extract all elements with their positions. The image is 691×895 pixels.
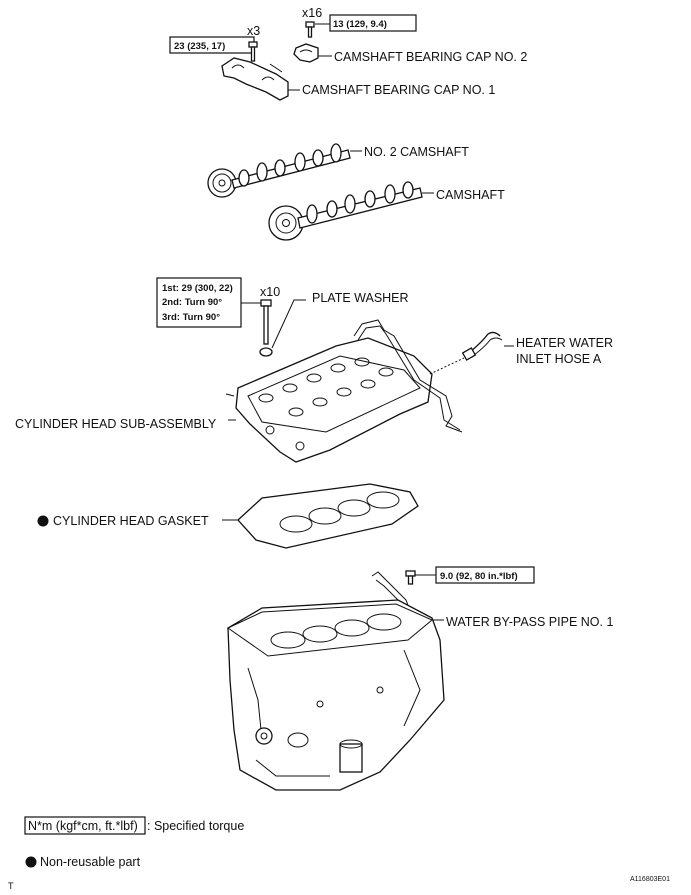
cap2-bolt-icon (305, 21, 330, 38)
torque-desc-text: : Specified torque (147, 819, 244, 833)
pipe-torque-text: 9.0 (92, 80 in.*lbf) (440, 571, 518, 582)
cap1-label: CAMSHAFT BEARING CAP NO. 1 (302, 83, 495, 97)
head-bolt-torque-box: 1st: 29 (300, 22) 2nd: Turn 90° 3rd: Tur… (156, 277, 242, 328)
cap2-label: CAMSHAFT BEARING CAP NO. 2 (334, 50, 527, 64)
bypass-pipe-label: WATER BY-PASS PIPE NO. 1 (446, 615, 613, 629)
head-bolt-step1: 1st: 29 (300, 22) (162, 283, 233, 294)
plate-washer-label: PLATE WASHER (312, 291, 409, 305)
torque-legend: N*m (kgf*cm, ft.*lbf) : Specified torque (24, 816, 244, 835)
cap2-bolt-qty: x16 (302, 6, 322, 20)
heater-water-inlet-hose-a (429, 331, 514, 375)
torque-unit-text: N*m (kgf*cm, ft.*lbf) (28, 819, 138, 833)
no2-camshaft-label: NO. 2 CAMSHAFT (364, 145, 469, 159)
camshaft-bearing-cap-no1 (221, 57, 300, 101)
cylinder-head-gasket (222, 483, 419, 549)
cap2-torque-box: 13 (129, 9.4) (329, 14, 417, 32)
nonreusable-bullet-icon (37, 515, 49, 527)
head-bolt-step3: 3rd: Turn 90° (162, 312, 220, 323)
camshaft-bearing-cap-no2 (293, 43, 332, 63)
hose-label-line1: HEATER WATER (516, 336, 613, 350)
cap1-bolt-qty: x3 (247, 24, 260, 38)
nonreusable-legend-text: Non-reusable part (40, 855, 141, 869)
cap1-torque-box: 23 (235, 17) (169, 36, 255, 54)
nonreusable-legend-icon (25, 856, 37, 868)
cap2-torque-text: 13 (129, 9.4) (333, 19, 387, 30)
no2-camshaft (207, 143, 362, 198)
nonreusable-legend: Non-reusable part (25, 855, 141, 869)
cap1-bolt-icon (248, 41, 258, 62)
head-bolt-qty: x10 (260, 285, 280, 299)
corner-mark: T (8, 881, 14, 891)
cap1-torque-text: 23 (235, 17) (174, 41, 225, 52)
cylinder-block (227, 599, 445, 791)
cylinder-head-label: CYLINDER HEAD SUB-ASSEMBLY (15, 417, 217, 431)
cylinder-head-sub-assembly (225, 319, 463, 463)
gasket-label: CYLINDER HEAD GASKET (53, 514, 209, 528)
pipe-torque-box: 9.0 (92, 80 in.*lbf) (435, 566, 535, 584)
figure-id: A116803E01 (630, 876, 670, 883)
head-bolt-step2: 2nd: Turn 90° (162, 297, 222, 308)
pipe-bolt-icon (405, 570, 436, 585)
hose-label-line2: INLET HOSE A (516, 352, 602, 366)
plate-washer (259, 299, 306, 357)
camshaft-label: CAMSHAFT (436, 188, 505, 202)
camshaft (268, 181, 434, 241)
head-bolt-icon (241, 299, 272, 345)
